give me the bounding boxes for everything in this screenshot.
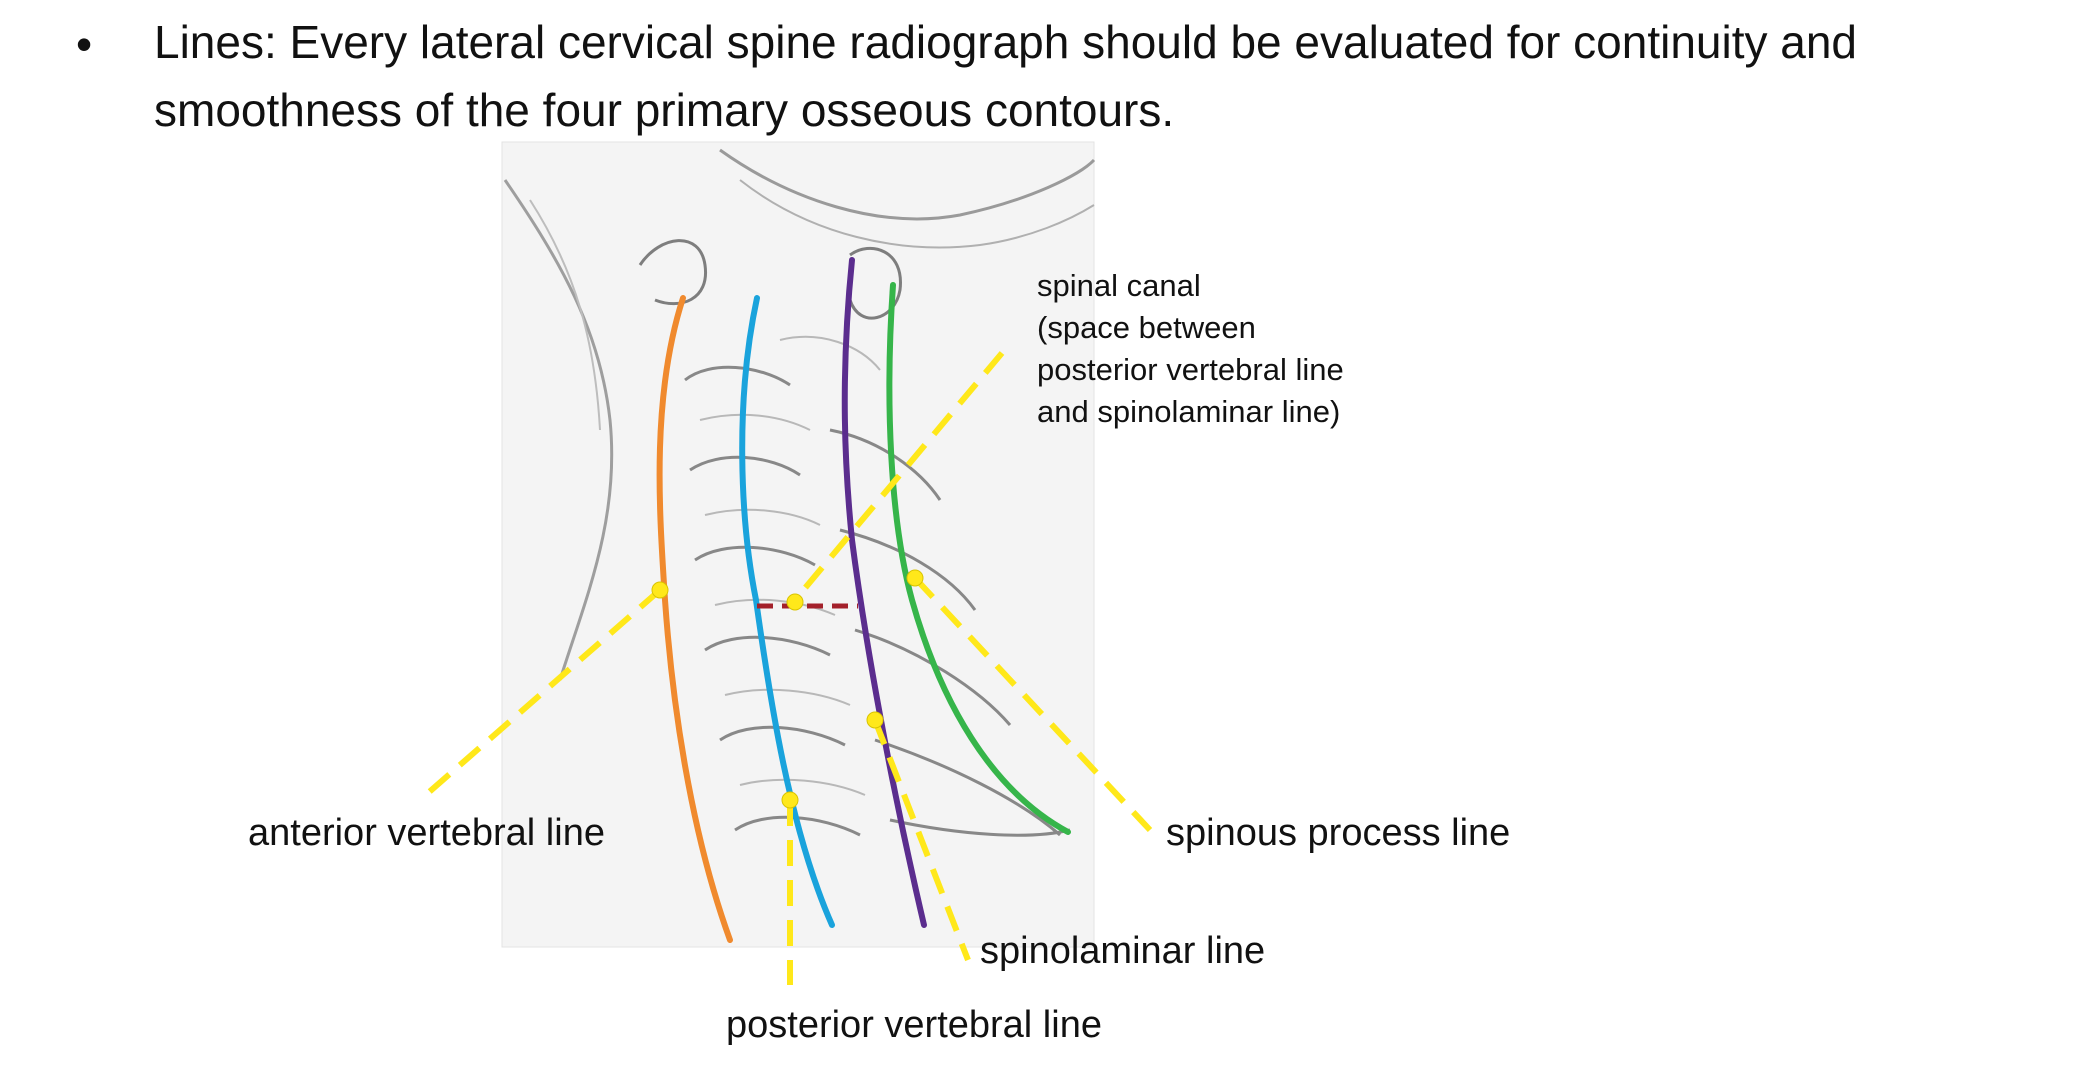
point-anterior bbox=[651, 581, 669, 599]
leader-lines bbox=[418, 351, 1153, 985]
point-canal bbox=[786, 593, 804, 611]
point-spinous bbox=[906, 569, 924, 587]
spinolaminar-line-label: spinolaminar line bbox=[980, 930, 1265, 972]
spinal-canal-label-line: spinal canal bbox=[1037, 268, 1201, 303]
leader-anterior bbox=[418, 587, 662, 803]
point-posterior bbox=[781, 791, 799, 809]
leader-spinolaminar bbox=[872, 718, 971, 962]
bullet-marker: • bbox=[76, 18, 93, 70]
spinal-canal-label: spinal canal (space between posterior ve… bbox=[1037, 268, 1352, 429]
spinous-process-line bbox=[886, 282, 1071, 835]
leader-canal bbox=[792, 351, 1005, 602]
radiograph-image bbox=[501, 141, 1096, 948]
spinal-canal-label-line: (space between bbox=[1037, 310, 1256, 345]
posterior-vertebral-line bbox=[739, 295, 835, 928]
point-spinolaminar bbox=[866, 711, 884, 729]
posterior-vertebral-line-label: posterior vertebral line bbox=[726, 1004, 1102, 1046]
spinal-canal-label-line: posterior vertebral line bbox=[1037, 352, 1344, 387]
spinolaminar-line bbox=[841, 257, 927, 928]
anterior-vertebral-line bbox=[656, 295, 733, 943]
spinal-canal-label-line: and spinolaminar line) bbox=[1037, 394, 1340, 429]
leader-spinous bbox=[912, 575, 1153, 833]
bullet-text: Lines: Every lateral cervical spine radi… bbox=[154, 16, 1858, 136]
anterior-vertebral-line-label: anterior vertebral line bbox=[248, 812, 605, 854]
spinous-process-line-label: spinous process line bbox=[1166, 812, 1510, 854]
